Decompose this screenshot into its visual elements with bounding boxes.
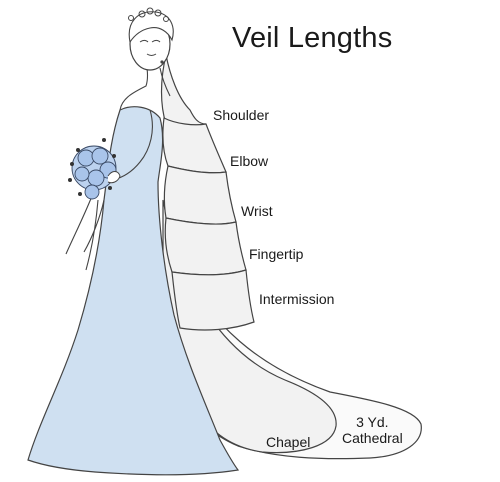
label-cathedral: 3 Yd. Cathedral <box>342 414 403 446</box>
face <box>139 40 161 56</box>
veil-fingertip-tier <box>164 217 247 276</box>
label-wrist: Wrist <box>241 203 273 219</box>
arm <box>111 109 153 181</box>
label-chapel: Chapel <box>266 434 311 450</box>
label-shoulder: Shoulder <box>213 107 270 123</box>
label-cathedral-line1: 3 Yd. <box>356 414 389 430</box>
veil-wrist-tier <box>163 165 237 225</box>
label-cathedral-line2: Cathedral <box>342 430 403 446</box>
label-fingertip: Fingertip <box>249 246 304 262</box>
veil-elbow-tier <box>162 117 227 174</box>
label-intermission: Intermission <box>259 291 335 307</box>
bouquet-ribbon <box>65 195 105 271</box>
hand <box>107 171 121 184</box>
earring <box>160 60 164 64</box>
label-elbow: Elbow <box>230 153 269 169</box>
tiara <box>128 7 169 22</box>
dress <box>27 106 240 476</box>
veil-intermission-tier <box>171 269 255 331</box>
hair <box>128 11 174 44</box>
bouquet-berries <box>68 138 116 196</box>
page-title: Veil Lengths <box>232 22 393 54</box>
